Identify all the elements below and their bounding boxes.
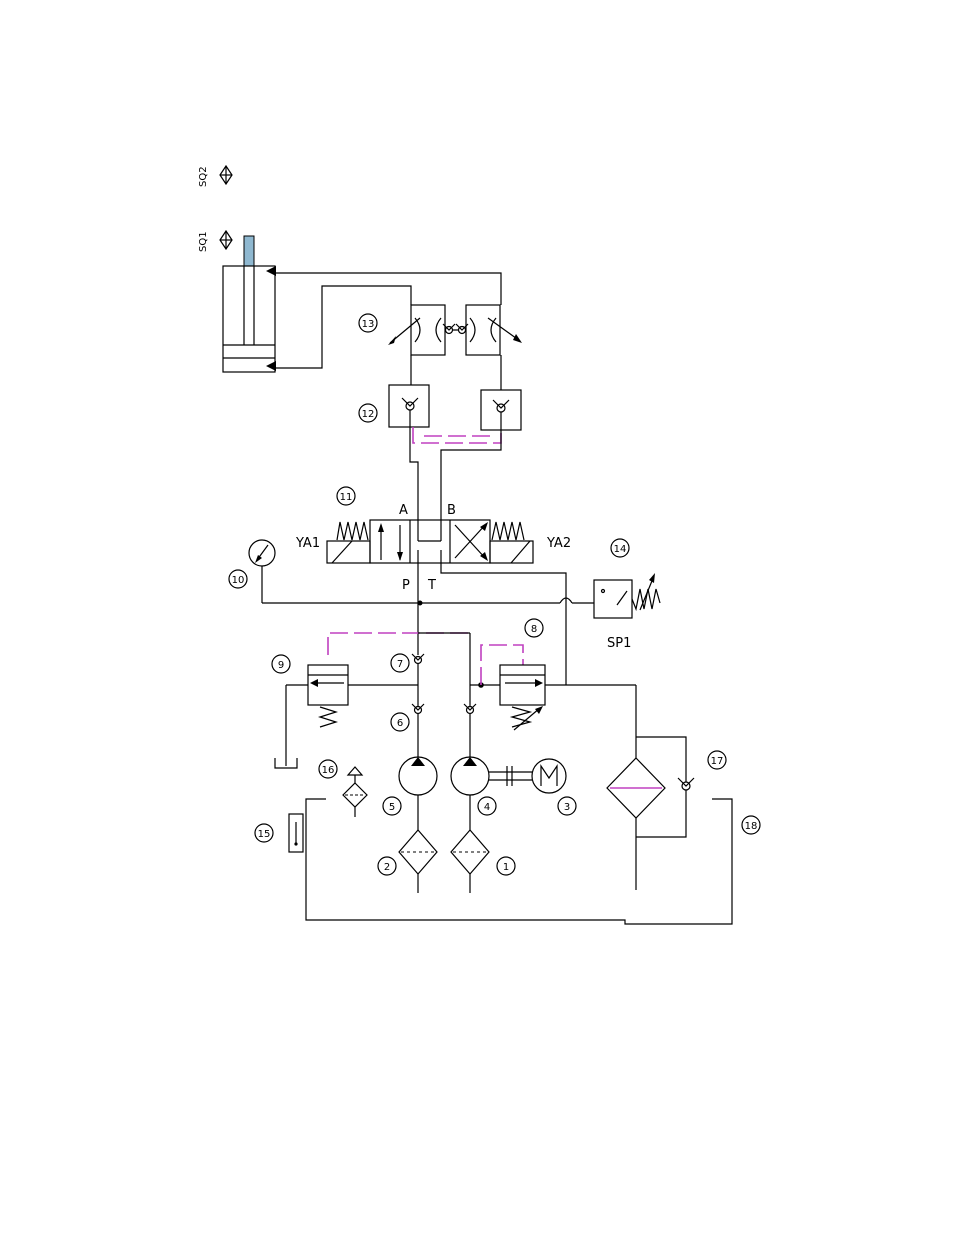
throttle-check-valve-13 [388,305,522,355]
port-t-label: T [427,578,436,593]
svg-text:18: 18 [745,821,758,832]
svg-text:5: 5 [389,802,395,813]
level-gauge-15 [289,814,303,852]
limit-switch-sq1: SQ1 [198,231,232,252]
svg-text:7: 7 [397,659,403,670]
svg-text:17: 17 [711,756,724,767]
label-sq1: SQ1 [198,231,209,252]
component-number-15: 15 [255,824,273,842]
component-number-13: 13 [359,314,377,332]
svg-text:3: 3 [564,802,570,813]
svg-text:6: 6 [397,718,403,729]
component-number-11: 11 [337,487,355,505]
svg-text:10: 10 [232,575,245,586]
component-number-12: 12 [359,404,377,422]
directional-valve-11 [327,520,533,563]
pump-4 [451,757,489,830]
component-number-2: 2 [378,857,396,875]
component-number-16: 16 [319,760,337,778]
limit-switch-sq2: SQ2 [198,166,232,187]
air-breather-16 [343,767,367,817]
component-number-10: 10 [229,570,247,588]
svg-text:1: 1 [503,862,509,873]
relief-valve-9 [308,665,348,727]
svg-text:16: 16 [322,765,335,776]
svg-text:4: 4 [484,802,490,813]
check-valve-pump4 [464,704,476,757]
svg-text:14: 14 [614,544,627,555]
svg-text:13: 13 [362,319,375,330]
actuator-lines [276,273,501,368]
component-number-14: 14 [611,539,629,557]
hydraulic-lock-12 [389,355,521,443]
svg-text:2: 2 [384,862,390,873]
pressure-gauge-10 [249,540,275,566]
return-filter [607,685,665,890]
filter-1 [451,830,489,893]
svg-text:8: 8 [531,624,537,635]
component-number-4: 4 [478,797,496,815]
check-valve-6 [412,685,424,757]
component-number-3: 3 [558,797,576,815]
check-valve-7 [412,654,424,685]
port-p-label: P [402,578,410,593]
filter-2 [399,830,437,893]
unloading-valve-8 [500,665,545,730]
svg-text:15: 15 [258,829,271,840]
port-b-label: B [447,503,456,518]
solenoid-ya1-label: YA1 [295,536,320,551]
port-a-label: A [399,503,408,518]
oil-tank-18 [306,799,732,924]
component-number-17: 17 [708,751,726,769]
hydraulic-cylinder [223,236,276,372]
component-number-5: 5 [383,797,401,815]
svg-text:12: 12 [362,409,375,420]
component-number-18: 18 [742,816,760,834]
component-number-8: 8 [525,619,543,637]
component-number-1: 1 [497,857,515,875]
pressure-switch-sp1-label: SP1 [607,636,631,651]
component-number-9: 9 [272,655,290,673]
solenoid-ya2-label: YA2 [546,536,571,551]
svg-text:9: 9 [278,660,284,671]
pressure-switch-14 [594,573,660,618]
pump-5 [399,757,437,830]
component-number-6: 6 [391,713,409,731]
component-number-7: 7 [391,654,409,672]
label-sq2: SQ2 [198,166,209,187]
electric-motor-3 [489,759,566,793]
svg-text:11: 11 [340,492,353,503]
